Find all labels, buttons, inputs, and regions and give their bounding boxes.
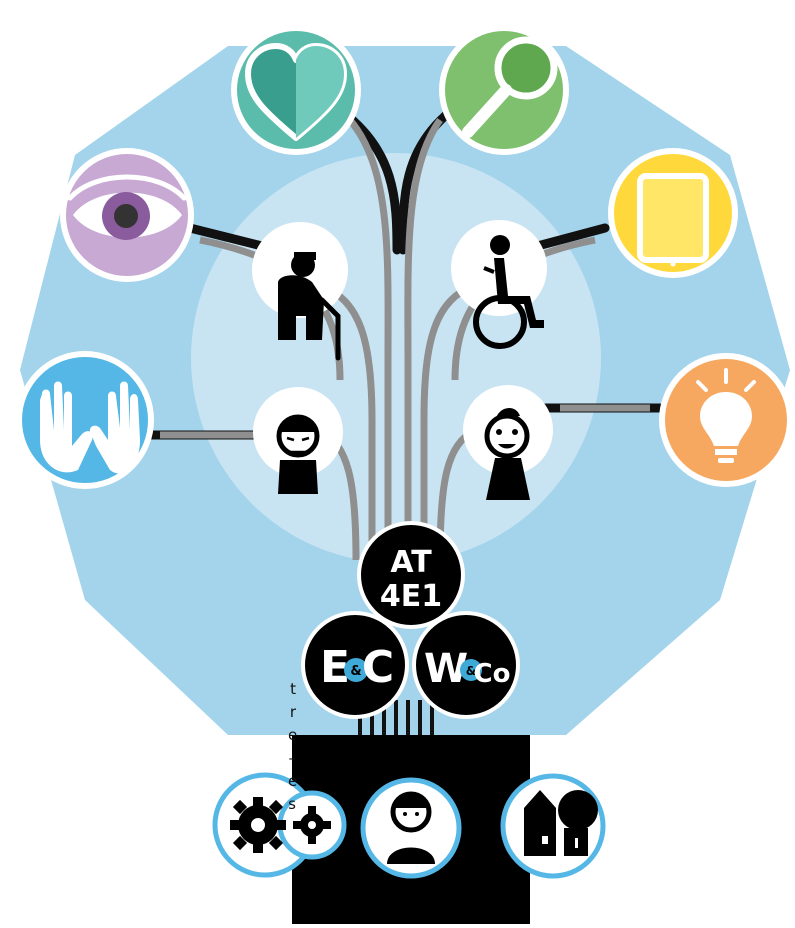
clipped-text-fragments: t r e – e s — [288, 678, 298, 816]
badge-at-line1: AT — [390, 545, 432, 580]
text-fragment: e — [288, 726, 298, 744]
w-and-co-badge: W & Co — [412, 611, 520, 719]
text-fragment: r — [289, 703, 296, 721]
text-fragment: t — [290, 680, 296, 698]
badge-wco-amp: & — [466, 664, 476, 678]
house-tree-icon — [500, 773, 606, 879]
hands-icon — [16, 351, 154, 489]
heart-icon — [231, 25, 361, 155]
badge-ec-amp: & — [350, 664, 361, 679]
badge-wco-co: Co — [474, 659, 511, 689]
sad-person-icon — [253, 387, 343, 494]
at-4e1-badge: AT 4E1 — [357, 521, 465, 629]
elderly-person-icon — [252, 222, 348, 361]
tablet-icon — [608, 148, 738, 278]
e-and-c-badge: E & C — [301, 611, 409, 719]
text-fragment: s — [288, 795, 296, 813]
magnifier-icon — [439, 25, 569, 155]
gears-icon — [212, 772, 347, 878]
wheelchair-user-icon — [451, 220, 547, 349]
person-icon — [360, 777, 462, 879]
badge-at-line2: 4E1 — [380, 579, 442, 614]
text-fragment: e — [288, 772, 298, 790]
badge-ec-c: C — [362, 642, 394, 693]
text-fragment: – — [288, 749, 297, 767]
lightbulb-icon — [659, 353, 793, 487]
child-icon — [463, 385, 553, 500]
eye-icon — [60, 148, 194, 282]
